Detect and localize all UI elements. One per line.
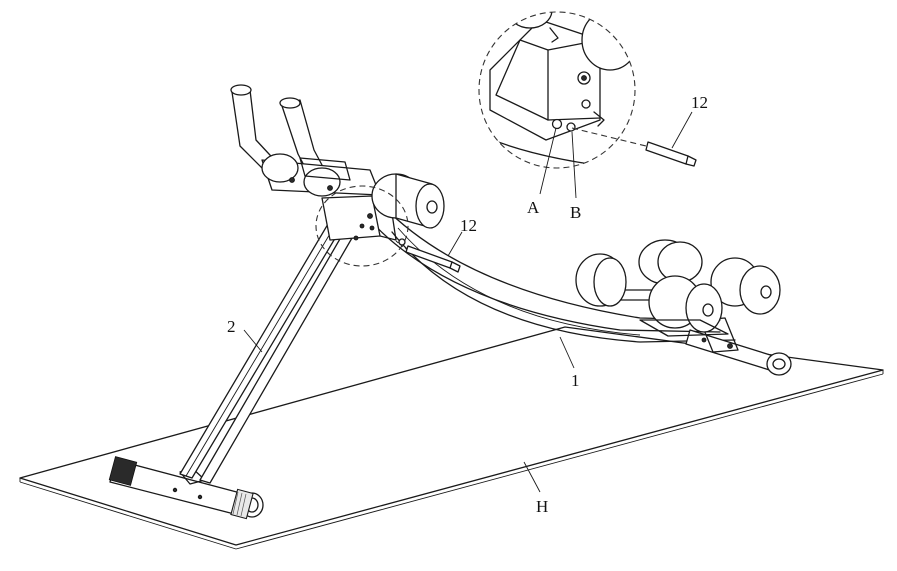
front-roller	[371, 173, 445, 229]
foot-rollers	[575, 239, 781, 337]
label-hole-b: B	[570, 203, 581, 222]
leader-lines	[243, 111, 693, 493]
label-leg: 2	[227, 317, 236, 336]
handlebar	[230, 84, 381, 197]
label-pin-main: 12	[460, 216, 477, 235]
detail-marker-circle	[315, 185, 409, 267]
label-frame: 1	[571, 371, 580, 390]
detail-view	[478, 11, 697, 169]
front-bracket	[321, 195, 406, 246]
label-floor-mat: H	[536, 497, 548, 516]
rear-base	[685, 317, 792, 376]
label-pin-detail: 12	[691, 93, 708, 112]
pin-main	[395, 240, 461, 273]
rear-foot-tube	[108, 456, 264, 520]
leg-tube	[179, 223, 353, 484]
floor-mat	[19, 326, 884, 550]
label-hole-a: A	[527, 198, 540, 217]
